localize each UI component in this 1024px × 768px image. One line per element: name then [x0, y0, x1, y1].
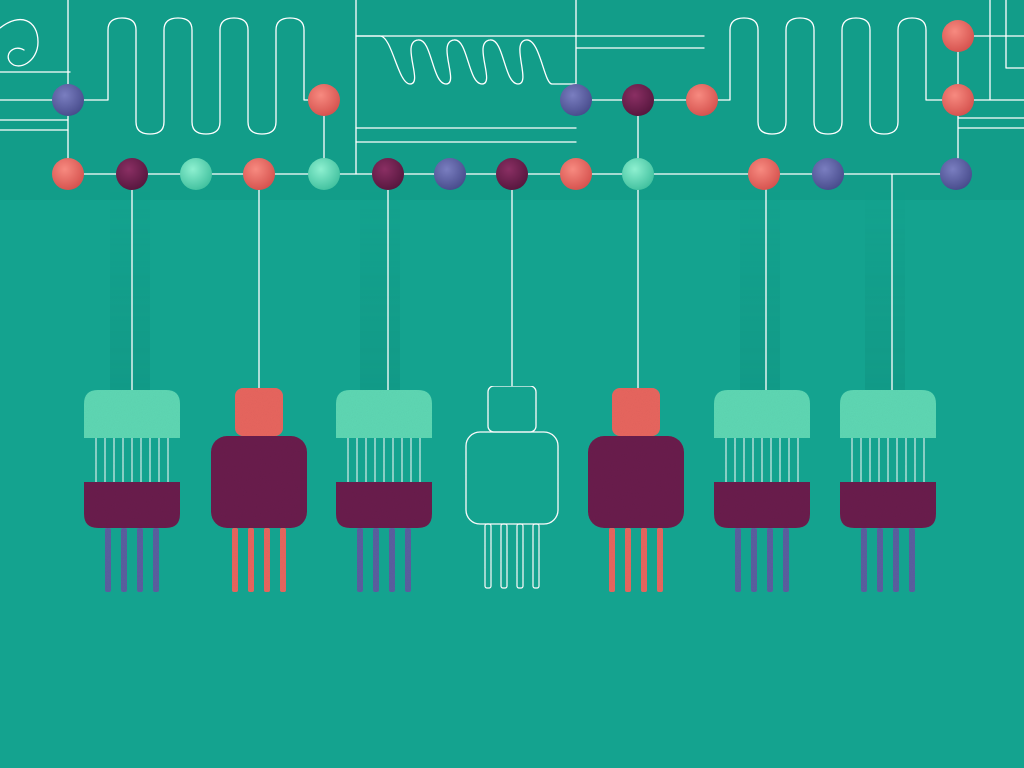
component-7-pin-4	[909, 528, 915, 592]
component-5-pin-2	[625, 528, 631, 592]
component-3-body	[336, 482, 432, 528]
component-6-pin-1	[735, 528, 741, 592]
bus-node-5	[308, 158, 340, 190]
bus-node-13	[940, 158, 972, 190]
top-node-1	[52, 84, 84, 116]
bus-node-8	[496, 158, 528, 190]
component-3-pin-2	[373, 528, 379, 592]
component-2-body	[211, 436, 307, 528]
component-6-pin-3	[767, 528, 773, 592]
bus-node-1	[52, 158, 84, 190]
component-3-pin-4	[405, 528, 411, 592]
component-3-pin-3	[389, 528, 395, 592]
top-right-bus	[575, 0, 705, 175]
component-1-body	[84, 482, 180, 528]
left-coil-trace	[0, 18, 71, 73]
component-6-cap	[714, 390, 810, 438]
top-node-7	[942, 20, 974, 52]
bus-node-12	[812, 158, 844, 190]
top-node-5	[686, 84, 718, 116]
component-2-pin-1	[232, 528, 238, 592]
component-1-pin-2	[121, 528, 127, 592]
bus-node-2	[116, 158, 148, 190]
component-7-pin-1	[861, 528, 867, 592]
component-5-cap	[612, 388, 660, 436]
component-4-pin-1	[484, 523, 492, 589]
bus-node-6	[372, 158, 404, 190]
component-2-pin-2	[248, 528, 254, 592]
bus-node-9	[560, 158, 592, 190]
top-left-bus	[0, 0, 69, 131]
component-7-pin-2	[877, 528, 883, 592]
component-4-cap	[487, 385, 537, 433]
component-3-cap	[336, 390, 432, 438]
component-4-body	[465, 431, 559, 525]
component-6	[714, 390, 810, 592]
component-3-pin-1	[357, 528, 363, 592]
component-4-pin-2	[500, 523, 508, 589]
component-4-pin-3	[516, 523, 524, 589]
right-meander-trace	[703, 17, 959, 135]
component-5-pin-3	[641, 528, 647, 592]
component-6-body	[714, 482, 810, 528]
component-1-pin-1	[105, 528, 111, 592]
top-node-2	[308, 84, 340, 116]
component-4-pin-4	[532, 523, 540, 589]
component-4	[465, 385, 559, 589]
component-1-pin-3	[137, 528, 143, 592]
component-5-body	[588, 436, 684, 528]
component-5-pin-1	[609, 528, 615, 592]
component-5	[588, 388, 684, 592]
bus-node-10	[622, 158, 654, 190]
component-1-pin-4	[153, 528, 159, 592]
bus-node-4	[243, 158, 275, 190]
top-node-4	[622, 84, 654, 116]
component-1-cap	[84, 390, 180, 438]
component-5-pin-4	[657, 528, 663, 592]
component-2	[211, 388, 307, 592]
bus-nodes	[52, 20, 974, 190]
component-7-cap	[840, 390, 936, 438]
middle-bus-lines	[355, 35, 577, 143]
right-edge-bus	[957, 0, 1024, 175]
middle-spring-trace	[355, 35, 577, 85]
component-3	[336, 390, 432, 592]
top-node-6	[942, 84, 974, 116]
component-2-pin-4	[280, 528, 286, 592]
left-meander-trace	[67, 17, 325, 135]
component-6-pin-4	[783, 528, 789, 592]
bus-node-3	[180, 158, 212, 190]
bus-node-11	[748, 158, 780, 190]
top-node-3	[560, 84, 592, 116]
component-1	[84, 390, 180, 592]
bus-node-7	[434, 158, 466, 190]
components-row	[84, 385, 936, 592]
circuit-traces	[0, 0, 1024, 393]
component-7-pin-3	[893, 528, 899, 592]
component-2-pin-3	[264, 528, 270, 592]
component-6-pin-2	[751, 528, 757, 592]
component-7-body	[840, 482, 936, 528]
component-7	[840, 390, 936, 592]
component-2-cap	[235, 388, 283, 436]
